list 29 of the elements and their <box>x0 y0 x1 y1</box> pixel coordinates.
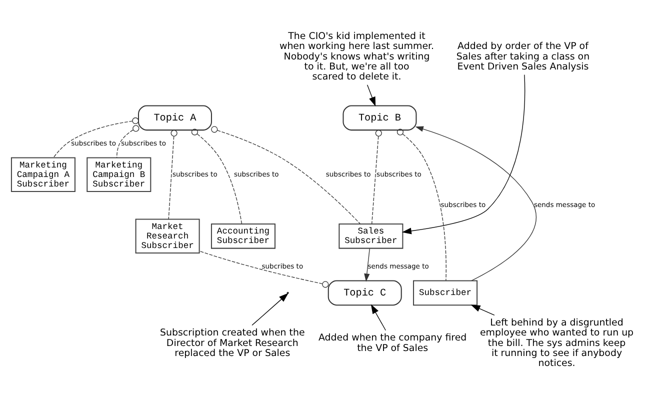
arrow <box>415 126 537 281</box>
node-box: Topic B <box>342 105 417 131</box>
node-box: Subscriber <box>413 280 478 306</box>
node-text: The CIO's kid implemented it when working here last summer. Nobody's knows what's writing to it. But, we're all too scared to delete it. <box>279 30 434 83</box>
connector <box>191 128 242 224</box>
connector <box>53 117 139 158</box>
arrow <box>252 293 288 326</box>
connector <box>211 126 361 224</box>
node-box: Marketing Campaign B Subscriber <box>86 157 152 192</box>
node-box: Marketing Campaign A Subscriber <box>10 157 76 192</box>
connector <box>396 128 446 281</box>
arrow <box>370 304 386 331</box>
connector <box>199 250 329 288</box>
node-box: Topic A <box>138 105 212 131</box>
connector <box>371 130 382 224</box>
arrow <box>470 304 495 316</box>
node-text: Left behind by a disgruntled employee who wanted to run up the bill. The sys admins keep it running to see if anybody notices. <box>480 317 634 370</box>
connector <box>116 125 140 158</box>
arrow <box>364 248 370 282</box>
connector <box>168 130 178 220</box>
node-box: Sales Subscriber <box>338 223 404 249</box>
node-text: Added when the company fired the VP of Sales <box>318 332 467 354</box>
node-box: Accounting Subscriber <box>210 223 276 249</box>
node-text: Subscription created when the Director of Market Research replaced the VP or Sales <box>160 328 305 359</box>
node-box: Topic C <box>328 280 402 306</box>
node-text: Added by order of the VP of Sales after taking a class on Event Driven Sales Analysis <box>456 41 590 72</box>
arrow <box>366 84 376 106</box>
arrow <box>402 74 526 234</box>
node-box: Market Research Subscriber <box>135 218 200 254</box>
